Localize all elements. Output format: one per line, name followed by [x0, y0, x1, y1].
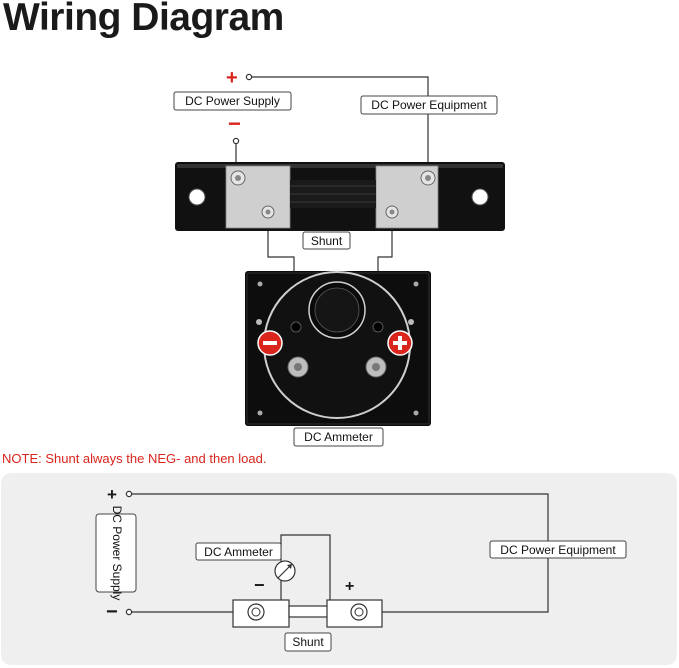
- supply-minus-terminal: [232, 137, 240, 145]
- schematic-wires: [130, 493, 549, 613]
- label-shunt-top: Shunt: [302, 231, 351, 250]
- supply-plus-terminal: [245, 73, 253, 81]
- note-text: NOTE: Shunt always the NEG- and then loa…: [2, 451, 267, 466]
- schematic-minus-terminal: [125, 608, 133, 616]
- svg-text:DC Power Supply: DC Power Supply: [185, 94, 280, 108]
- schematic-label-dc-ammeter: DC Ammeter: [195, 542, 282, 561]
- label-dc-power-equipment: DC Power Equipment: [360, 95, 498, 115]
- schematic-meter-plus: +: [345, 578, 354, 595]
- schematic-label-dc-power-supply: DC Power Supply: [95, 506, 137, 601]
- schematic-diagram: + − DC Power Supply DC Ammeter − +: [95, 485, 627, 652]
- svg-text:DC Ammeter: DC Ammeter: [204, 545, 273, 559]
- supply-minus-sign: −: [228, 111, 241, 136]
- ammeter-symbol-icon: [274, 560, 296, 582]
- schematic-meter-minus: −: [254, 575, 265, 595]
- svg-text:DC Power Equipment: DC Power Equipment: [500, 543, 616, 557]
- schematic-panel: + − DC Power Supply DC Ammeter − +: [1, 473, 677, 665]
- shunt-device: [175, 162, 505, 231]
- diagram-title: Wiring Diagram: [3, 0, 284, 39]
- svg-text:Shunt: Shunt: [292, 635, 324, 649]
- svg-text:DC Power Supply: DC Power Supply: [110, 506, 124, 601]
- schematic-wire-positive-to-equipment: [130, 493, 549, 613]
- supply-plus-sign: +: [226, 67, 238, 89]
- svg-text:DC Power Equipment: DC Power Equipment: [371, 98, 487, 112]
- schematic-minus-sign: −: [106, 601, 118, 623]
- svg-text:DC Ammeter: DC Ammeter: [304, 430, 373, 444]
- schematic-plus-sign: +: [107, 485, 117, 504]
- ammeter-device: [245, 271, 431, 426]
- shunt-mount-hole-left: [188, 188, 206, 206]
- shunt-mount-hole-right: [471, 188, 489, 206]
- schematic-label-shunt: Shunt: [284, 632, 332, 652]
- schematic-plus-terminal: [125, 490, 133, 498]
- label-dc-power-supply: DC Power Supply: [173, 91, 292, 111]
- schematic-label-dc-power-equipment: DC Power Equipment: [489, 540, 627, 559]
- schematic-shunt-symbol: [232, 599, 383, 628]
- shunt-resistor-symbol: [288, 605, 331, 618]
- label-dc-ammeter-top: DC Ammeter: [293, 427, 384, 447]
- svg-text:Shunt: Shunt: [311, 234, 343, 248]
- wire-positive-to-equipment: [251, 76, 429, 175]
- top-wiring-illustration: + − DC Power Supply DC Power Equipment S…: [173, 67, 505, 447]
